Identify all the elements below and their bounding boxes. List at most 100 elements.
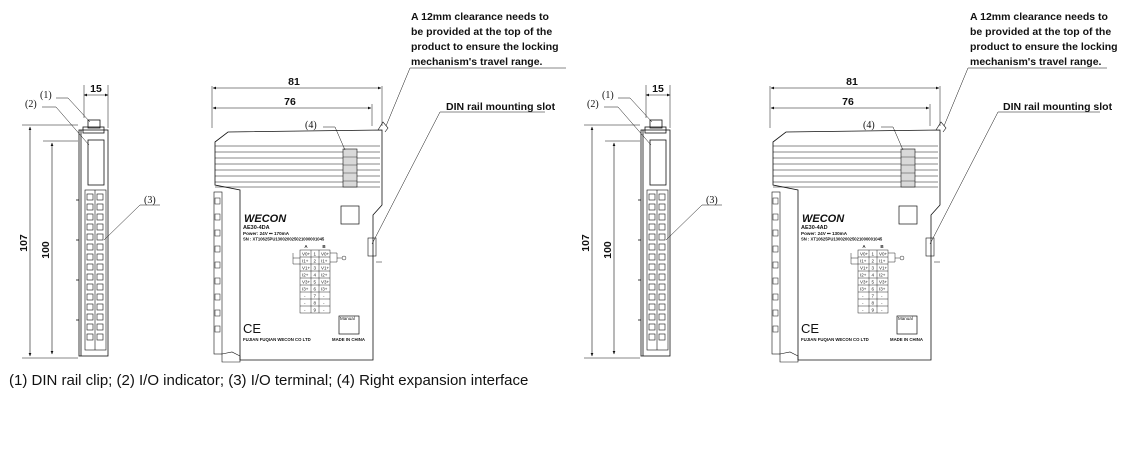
clearance-note-right: A 12mm clearance needs to be provided at… bbox=[970, 11, 1118, 68]
svg-text:-: - bbox=[304, 294, 306, 299]
manufacturer-left: FUJIAN FUQIAN WECON CO LTD bbox=[243, 337, 311, 342]
ce-mark-right: CE bbox=[801, 321, 819, 336]
svg-text:V0+: V0+ bbox=[879, 252, 888, 257]
callout-1-right: (1) bbox=[602, 90, 614, 101]
svg-text:-: - bbox=[862, 294, 864, 299]
svg-text:product to ensure the locking: product to ensure the locking bbox=[970, 41, 1118, 53]
svg-text:-: - bbox=[323, 294, 325, 299]
svg-text:I2+: I2+ bbox=[302, 273, 309, 278]
serial-right: SN : XT10625PU130020025021000001045 bbox=[801, 237, 883, 242]
svg-text:V3+: V3+ bbox=[321, 280, 330, 285]
svg-text:3: 3 bbox=[314, 266, 317, 271]
din-slot-label-left: DIN rail mounting slot bbox=[446, 101, 556, 113]
svg-text:-: - bbox=[323, 301, 325, 306]
svg-text:-: - bbox=[881, 308, 883, 313]
callout-3-right: (3) bbox=[706, 195, 718, 206]
svg-text:I3+: I3+ bbox=[321, 287, 328, 292]
dim-15-left: 15 bbox=[90, 83, 102, 95]
dim-107-left: 107 bbox=[18, 234, 30, 252]
dim-81-right: 81 bbox=[846, 76, 858, 88]
dim-100-right: 100 bbox=[602, 241, 614, 259]
svg-text:I2+: I2+ bbox=[879, 273, 886, 278]
label-plate-left: WECON AE30-4DA Power: 24V ⎓ 170mA SN : X… bbox=[243, 205, 365, 342]
svg-text:6: 6 bbox=[314, 287, 317, 292]
svg-text:I3+: I3+ bbox=[860, 287, 867, 292]
side-view-left bbox=[22, 85, 160, 359]
dim-81-left: 81 bbox=[288, 76, 300, 88]
svg-text:9: 9 bbox=[872, 308, 875, 313]
svg-text:6: 6 bbox=[872, 287, 875, 292]
brand-logo-right: WECON bbox=[802, 213, 845, 225]
origin-left: MADE IN CHINA bbox=[332, 337, 365, 342]
svg-text:V3+: V3+ bbox=[879, 280, 888, 285]
svg-text:-: - bbox=[304, 308, 306, 313]
power-left: Power: 24V ⎓ 170mA bbox=[243, 231, 290, 236]
svg-text:V1+: V1+ bbox=[879, 266, 888, 271]
svg-text:I3+: I3+ bbox=[302, 287, 309, 292]
svg-text:-: - bbox=[304, 301, 306, 306]
svg-text:I1+: I1+ bbox=[879, 259, 886, 264]
callout-1-left: (1) bbox=[40, 90, 52, 101]
svg-text:A 12mm clearance needs to: A 12mm clearance needs to bbox=[411, 11, 549, 23]
din-slot-label-right: DIN rail mounting slot bbox=[1003, 101, 1113, 113]
svg-text:I1+: I1+ bbox=[302, 259, 309, 264]
dim-100-left: 100 bbox=[40, 241, 52, 259]
svg-text:I3+: I3+ bbox=[879, 287, 886, 292]
callout-4-left: (4) bbox=[305, 120, 317, 131]
side-view-right bbox=[584, 85, 722, 359]
manual-label-right: Manual bbox=[898, 316, 913, 321]
svg-text:7: 7 bbox=[872, 294, 875, 299]
manufacturer-right: FUJIAN FUQIAN WECON CO LTD bbox=[801, 337, 869, 342]
serial-left: SN : XT10625PU130020025021000001045 bbox=[243, 237, 325, 242]
svg-text:A: A bbox=[862, 244, 866, 249]
label-plate-right: WECON AE30-4AD Power: 24V ⎓ 130mA SN : X… bbox=[801, 205, 923, 342]
svg-text:1: 1 bbox=[872, 252, 875, 257]
callout-2-right: (2) bbox=[587, 99, 599, 110]
power-right: Power: 24V ⎓ 130mA bbox=[801, 231, 848, 236]
svg-text:4: 4 bbox=[314, 273, 317, 278]
model-right: AE30-4AD bbox=[801, 225, 828, 231]
clearance-note-left: A 12mm clearance needs to be provided at… bbox=[411, 11, 559, 68]
front-view-right bbox=[769, 67, 1107, 363]
svg-text:-: - bbox=[881, 301, 883, 306]
brand-logo-left: WECON bbox=[244, 213, 287, 225]
svg-text:product to ensure the locking: product to ensure the locking bbox=[411, 41, 559, 53]
svg-text:-: - bbox=[323, 308, 325, 313]
svg-text:9: 9 bbox=[314, 308, 317, 313]
svg-text:-: - bbox=[862, 301, 864, 306]
svg-text:I1+: I1+ bbox=[321, 259, 328, 264]
svg-text:4: 4 bbox=[872, 273, 875, 278]
svg-text:A 12mm clearance needs to: A 12mm clearance needs to bbox=[970, 11, 1108, 23]
terminal-column bbox=[84, 189, 107, 351]
svg-text:5: 5 bbox=[314, 280, 317, 285]
svg-text:be provided at the top of the: be provided at the top of the bbox=[970, 26, 1111, 38]
svg-text:-: - bbox=[881, 294, 883, 299]
manual-label-left: Manual bbox=[340, 316, 355, 321]
svg-text:V0+: V0+ bbox=[321, 252, 330, 257]
ce-mark-left: CE bbox=[243, 321, 261, 336]
svg-text:A: A bbox=[304, 244, 308, 249]
dim-107-right: 107 bbox=[580, 234, 592, 252]
svg-text:I2+: I2+ bbox=[860, 273, 867, 278]
svg-text:be provided at the top of the: be provided at the top of the bbox=[411, 26, 552, 38]
svg-text:8: 8 bbox=[872, 301, 875, 306]
svg-text:V0+: V0+ bbox=[302, 252, 311, 257]
svg-text:V1+: V1+ bbox=[321, 266, 330, 271]
callout-4-right: (4) bbox=[863, 120, 875, 131]
dim-76-left: 76 bbox=[284, 96, 296, 108]
dim-15-right: 15 bbox=[652, 83, 664, 95]
figure-caption: (1) DIN rail clip; (2) I/O indicator; (3… bbox=[9, 372, 529, 389]
svg-text:-: - bbox=[862, 308, 864, 313]
svg-text:V1+: V1+ bbox=[860, 266, 869, 271]
svg-text:I1+: I1+ bbox=[860, 259, 867, 264]
svg-text:3: 3 bbox=[872, 266, 875, 271]
svg-text:V0+: V0+ bbox=[860, 252, 869, 257]
svg-text:1: 1 bbox=[314, 252, 317, 257]
svg-text:2: 2 bbox=[872, 259, 875, 264]
svg-text:5: 5 bbox=[872, 280, 875, 285]
callout-3-left: (3) bbox=[144, 195, 156, 206]
svg-text:V1+: V1+ bbox=[302, 266, 311, 271]
front-view-left bbox=[211, 67, 566, 363]
